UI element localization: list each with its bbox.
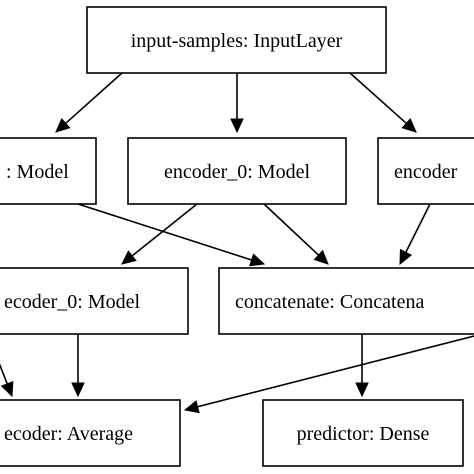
edges (0, 72, 474, 414)
arrowhead-icon (401, 117, 417, 133)
edge-line (65, 72, 123, 124)
node-box (0, 267, 189, 335)
node-concatenate: concatenate: Concatena (218, 267, 474, 335)
node-label: predictor: Dense (297, 423, 430, 445)
arrowhead-icon (0, 380, 14, 398)
arrowhead-icon (355, 382, 369, 398)
arrowhead-icon (121, 250, 137, 265)
edge-encoder-0-top-to-concatenate (263, 203, 329, 265)
edge-concatenate-to-decoder-average (183, 335, 474, 414)
node-label: encoder_0: Model (164, 161, 311, 183)
edge-line (197, 335, 474, 408)
node-label: concatenate: Concatena (235, 291, 424, 313)
edge-encoder-right-to-concatenate (399, 203, 431, 266)
node-box (262, 399, 464, 467)
arrowhead-icon (399, 248, 413, 266)
node-encoder-0-top: encoder_0: Model (127, 137, 347, 205)
edge-decoder-0-model-to-decoder-average (71, 334, 85, 398)
node-box (0, 399, 181, 467)
edge-line (77, 203, 252, 261)
node-label: ecoder_0: Model (4, 291, 141, 313)
nodes: input-samples: InputLayer : Model encoder_… (0, 6, 474, 467)
arrowhead-icon (71, 382, 85, 398)
node-box (0, 137, 97, 205)
edge-input-samples-to-model-left (55, 72, 123, 133)
edge-model-left-to-decoder-average (0, 363, 14, 398)
edge-line (263, 203, 320, 256)
node-box (127, 137, 347, 205)
arrowhead-icon (183, 400, 200, 414)
edge-model-left-to-concatenate (77, 203, 266, 267)
node-label: input-samples: InputLayer (131, 30, 343, 52)
node-decoder-average: ecoder: Average (0, 399, 181, 467)
node-input-samples: input-samples: InputLayer (86, 6, 387, 74)
node-encoder-right: encoder (377, 137, 474, 205)
edge-input-samples-to-encoder-0-top (230, 73, 244, 134)
arrowhead-icon (230, 118, 244, 134)
node-label: : Model (6, 161, 69, 183)
arrowhead-icon (249, 253, 266, 267)
edge-input-samples-to-encoder-right (349, 72, 417, 133)
node-decoder-0-model: ecoder_0: Model (0, 267, 189, 335)
node-label: ecoder: Average (4, 423, 133, 445)
edge-line (349, 72, 407, 124)
edge-line (405, 203, 431, 253)
node-box (218, 267, 474, 335)
edge-line (0, 363, 8, 385)
node-model-left: : Model (0, 137, 97, 205)
edge-line (131, 203, 198, 257)
node-label: encoder (394, 161, 458, 183)
edge-encoder-0-top-to-decoder-0-model (121, 203, 198, 265)
node-box (86, 6, 387, 74)
node-box (377, 137, 474, 205)
node-predictor: predictor: Dense (262, 399, 464, 467)
arrowhead-icon (55, 117, 71, 133)
edge-concatenate-to-predictor (355, 334, 369, 398)
arrowhead-icon (313, 249, 329, 265)
